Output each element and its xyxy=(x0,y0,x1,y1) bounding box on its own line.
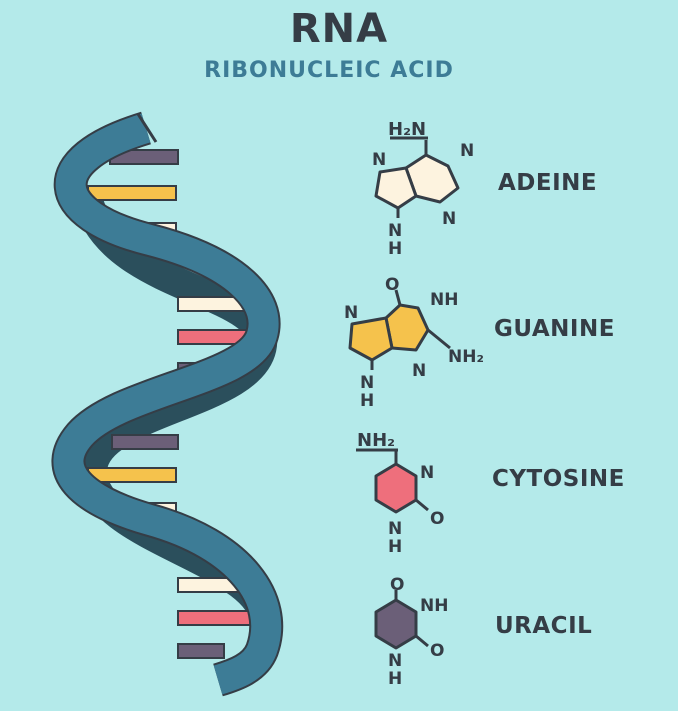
uracil-nh-label: N xyxy=(388,651,402,671)
uracil-label: URACIL xyxy=(495,613,593,639)
page-title: RNA xyxy=(289,6,389,52)
rung-4 xyxy=(177,296,245,312)
page-subtitle: RIBONUCLEIC ACID xyxy=(204,58,454,83)
guanine-h-label: H xyxy=(360,391,374,411)
guanine-nh-top-label: NH xyxy=(430,290,458,310)
rung-12 xyxy=(177,643,225,659)
cytosine-h-label: H xyxy=(388,537,402,557)
strand-end-top xyxy=(136,113,158,143)
cytosine-nh2-label: NH₂ xyxy=(357,430,395,451)
guanine-n2-label: N xyxy=(412,361,426,381)
uracil-o-label: O xyxy=(430,641,444,661)
cytosine-o-label: O xyxy=(430,509,444,529)
guanine-n1-label: N xyxy=(344,303,358,323)
front-strand-fill xyxy=(53,113,282,695)
adenine-label: ADEINE xyxy=(498,170,598,196)
adenine-n3-label: N xyxy=(442,209,456,229)
guanine-o-label: O xyxy=(385,275,399,295)
back-strand xyxy=(73,185,280,640)
rung-8 xyxy=(87,467,177,483)
rung-7 xyxy=(111,434,179,450)
adenine-n1-label: N xyxy=(372,150,386,170)
adenine-n2-label: N xyxy=(460,141,474,161)
rung-11 xyxy=(177,610,257,626)
rna-helix xyxy=(51,111,284,697)
guanine-nh2-label: NH₂ xyxy=(448,347,484,367)
adenine-h-label: H xyxy=(388,239,402,259)
uracil-h-label: H xyxy=(388,669,402,689)
uracil-nh-top-label: NH xyxy=(420,596,448,616)
guanine-nh-label: N xyxy=(360,373,374,393)
cytosine-n-label: N xyxy=(420,463,434,483)
adenine-amine-label: H₂N xyxy=(388,119,426,140)
cytosine-nh-label: N xyxy=(388,519,402,539)
uracil-o-top-label: O xyxy=(390,575,404,595)
adenine-nh-label: N xyxy=(388,221,402,241)
cytosine-label: CYTOSINE xyxy=(492,466,625,492)
rung-2 xyxy=(87,185,177,201)
guanine-label: GUANINE xyxy=(494,316,615,342)
